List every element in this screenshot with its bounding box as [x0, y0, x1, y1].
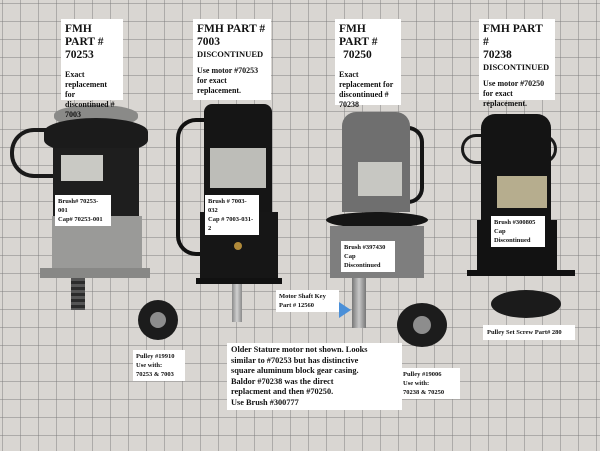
motor-70253: [8, 100, 158, 320]
part-status: DISCONTINUED: [197, 49, 264, 59]
shaft-key-label: Motor Shaft Key Part # 12560: [276, 290, 339, 312]
pulley-19006: [397, 303, 447, 347]
gear-screw: [234, 242, 242, 250]
motor-nameplate: [61, 155, 103, 181]
part-title: FMH PART #: [339, 23, 378, 48]
brush-number: Brush #300805: [494, 219, 536, 226]
note-line: Older Stature motor not shown. Looks: [231, 345, 368, 354]
pulley-models: 70253 & 7003: [136, 371, 174, 378]
part-card-70238: FMH PART # 70238 DISCONTINUED Use motor …: [479, 19, 555, 108]
part-desc: Use motor #70253: [197, 66, 259, 75]
part-number: 70253: [65, 49, 94, 61]
motor-cable: [10, 128, 62, 178]
shaft-key-title: Motor Shaft Key: [279, 293, 326, 300]
brush-label-70250: Brush #397430 Cap Discontinued: [341, 241, 395, 272]
older-motor-note: Older Stature motor not shown. Looks sim…: [227, 343, 402, 410]
motor-nameplate: [358, 162, 402, 196]
brush-number: Brush# 70253-001: [58, 198, 99, 214]
note-line: replacment and then #70250.: [231, 387, 334, 396]
part-desc: 70238: [339, 100, 359, 109]
motor-cable: [176, 118, 210, 256]
part-desc: Exact: [65, 70, 85, 79]
motor-shaft: [352, 278, 366, 328]
part-desc: replacement.: [483, 99, 528, 108]
pulley-set-screw-label: Pulley Set Screw Part# 280: [483, 325, 575, 340]
pulley-use-with: Use with:: [403, 380, 430, 387]
pulley-number: Pulley #19910: [136, 353, 175, 360]
brush-number: Brush #397430: [344, 244, 386, 251]
cap-number: Cap # 7003-031-2: [208, 216, 254, 232]
gear-flange: [196, 278, 282, 284]
brush-label-7003: Brush # 7003-032 Cap # 7003-031-2: [205, 195, 259, 235]
part-number: 70250: [343, 49, 372, 61]
shaft-key-part: Part # 12560: [279, 302, 315, 309]
pulley-use-with: Use with:: [136, 362, 163, 369]
pulley-hub: [413, 316, 431, 334]
part-title: FMH PART #: [483, 23, 543, 48]
set-screw-part: Pulley Set Screw Part# 280: [487, 329, 562, 336]
motor-ring: [326, 212, 428, 228]
part-desc: discontinued #: [339, 90, 389, 99]
part-title: FMH PART #: [65, 23, 104, 48]
part-desc: replacement for: [65, 80, 108, 99]
brush-number: Brush # 7003-032: [208, 198, 247, 214]
pulley-number: Pulley #19006: [403, 371, 442, 378]
gear-flange: [467, 270, 575, 276]
note-line: Use Brush #300777: [231, 397, 299, 407]
motor-70238: [455, 100, 600, 330]
part-card-70253: FMH PART # 70253 Exact replacement for d…: [61, 19, 123, 119]
brush-label-70238: Brush #300805 Cap Discontinued: [491, 216, 545, 247]
part-number: 70238: [483, 49, 512, 61]
pulley-19910-label: Pulley #19910 Use with: 70253 & 7003: [133, 350, 185, 381]
cap-number: Cap Discontinued: [494, 228, 531, 244]
cap-number: Cap Discontinued: [344, 253, 381, 269]
motor-shaft: [232, 284, 242, 322]
pulley-attached: [491, 290, 561, 318]
note-line: similar to #70253 but has distinctive: [231, 355, 359, 365]
pulley-models: 70238 & 70250: [403, 389, 445, 396]
cap-number: Cap# 70253-001: [58, 216, 103, 223]
part-card-7003: FMH PART # 7003 DISCONTINUED Use motor #…: [193, 19, 271, 100]
part-desc: replacement for: [339, 80, 394, 89]
part-desc: discontinued #: [65, 100, 115, 109]
brush-label-70253: Brush# 70253-001 Cap# 70253-001: [55, 195, 111, 226]
motor-nameplate: [210, 148, 266, 188]
part-desc: 7003: [65, 110, 81, 119]
motor-shaft: [71, 278, 85, 310]
arrow-icon: [339, 302, 351, 318]
part-desc: replacement.: [197, 86, 242, 95]
part-desc: for exact: [197, 76, 227, 85]
part-desc: for exact: [483, 89, 513, 98]
pulley-hub: [150, 312, 166, 328]
part-card-70250: FMH PART # 70250 Exact replacement for d…: [335, 19, 401, 109]
part-number: 7003: [197, 36, 220, 48]
gear-flange: [40, 268, 150, 278]
part-desc: Exact: [339, 70, 359, 79]
note-line: square aluminum block gear casing.: [231, 366, 359, 375]
note-line: Baldor #70238 was the direct: [231, 376, 334, 386]
motor-nameplate: [497, 176, 547, 208]
part-status: DISCONTINUED: [483, 62, 550, 72]
part-desc: Use motor #70250: [483, 79, 545, 88]
gear-housing: [52, 216, 142, 276]
motor-cable: [398, 126, 424, 204]
pulley-19910: [138, 300, 178, 340]
pulley-19006-label: Pulley #19006 Use with: 70238 & 70250: [400, 368, 460, 399]
part-title: FMH PART #: [197, 23, 266, 35]
